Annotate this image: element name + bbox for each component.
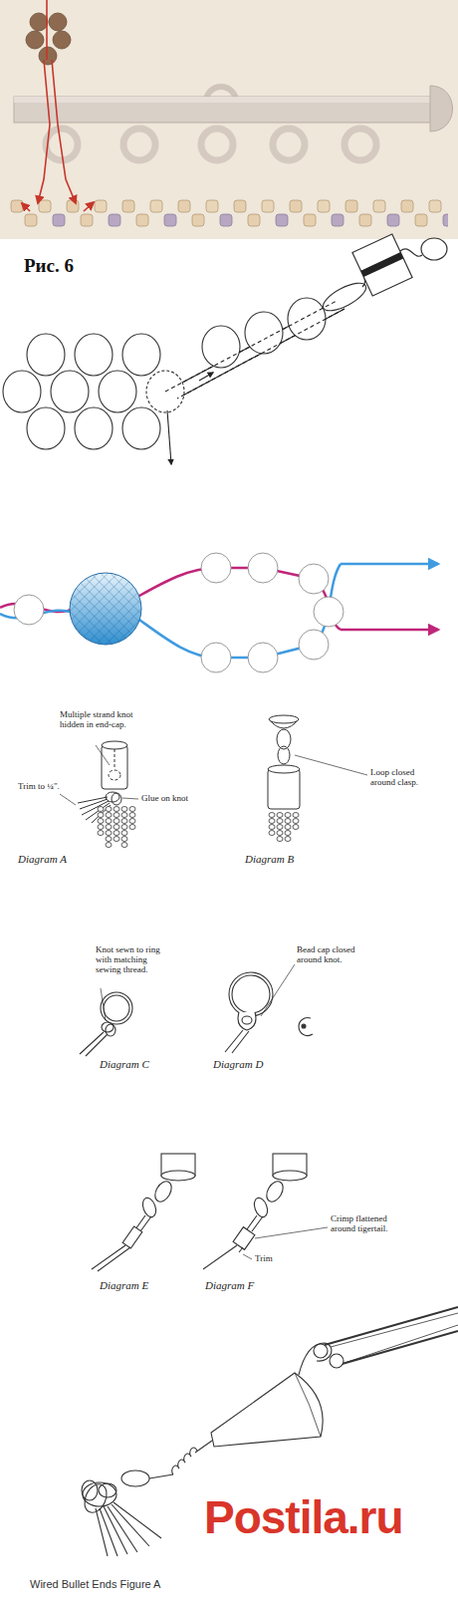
callout-note: Glue on knot (141, 792, 189, 803)
wired-bullet-figure (80, 1306, 458, 1556)
crimp-tigertail-figure (91, 1152, 328, 1271)
callout-note: Loop closed around clasp. (370, 766, 435, 787)
callout-note: Bead cap closed around knot. (296, 943, 361, 964)
watermark: Postila.ru (204, 1489, 404, 1544)
diagram-label: Diagram E (99, 1278, 149, 1291)
diagram-label: Diagram A (17, 852, 67, 865)
figure-number: Рис. 6 (23, 254, 74, 277)
callout-note: Crimp flattened around tigertail. (330, 1212, 409, 1233)
diagram-label: Diagram B (244, 852, 294, 865)
callout-note: Multiple strand knot hidden in end-cap. (59, 708, 138, 729)
callout-note: Trim to ¼". (17, 780, 60, 791)
figure-caption: Wired Bullet Ends Figure A (29, 1577, 161, 1590)
ring-knot-figure (79, 963, 313, 1056)
callout-note: Trim (254, 1252, 273, 1263)
bead-netting-figure (2, 233, 448, 464)
diagram-label: Diagram C (99, 1057, 150, 1070)
toggle-bar-photo (0, 0, 458, 239)
diagram-label: Diagram D (213, 1057, 263, 1070)
callout-note: Knot sewn to ring with matching sewing t… (95, 943, 162, 974)
diagram-label: Diagram F (205, 1278, 254, 1291)
loop-clasp-figure (0, 552, 439, 673)
end-cap-tassel-figure (59, 714, 368, 848)
